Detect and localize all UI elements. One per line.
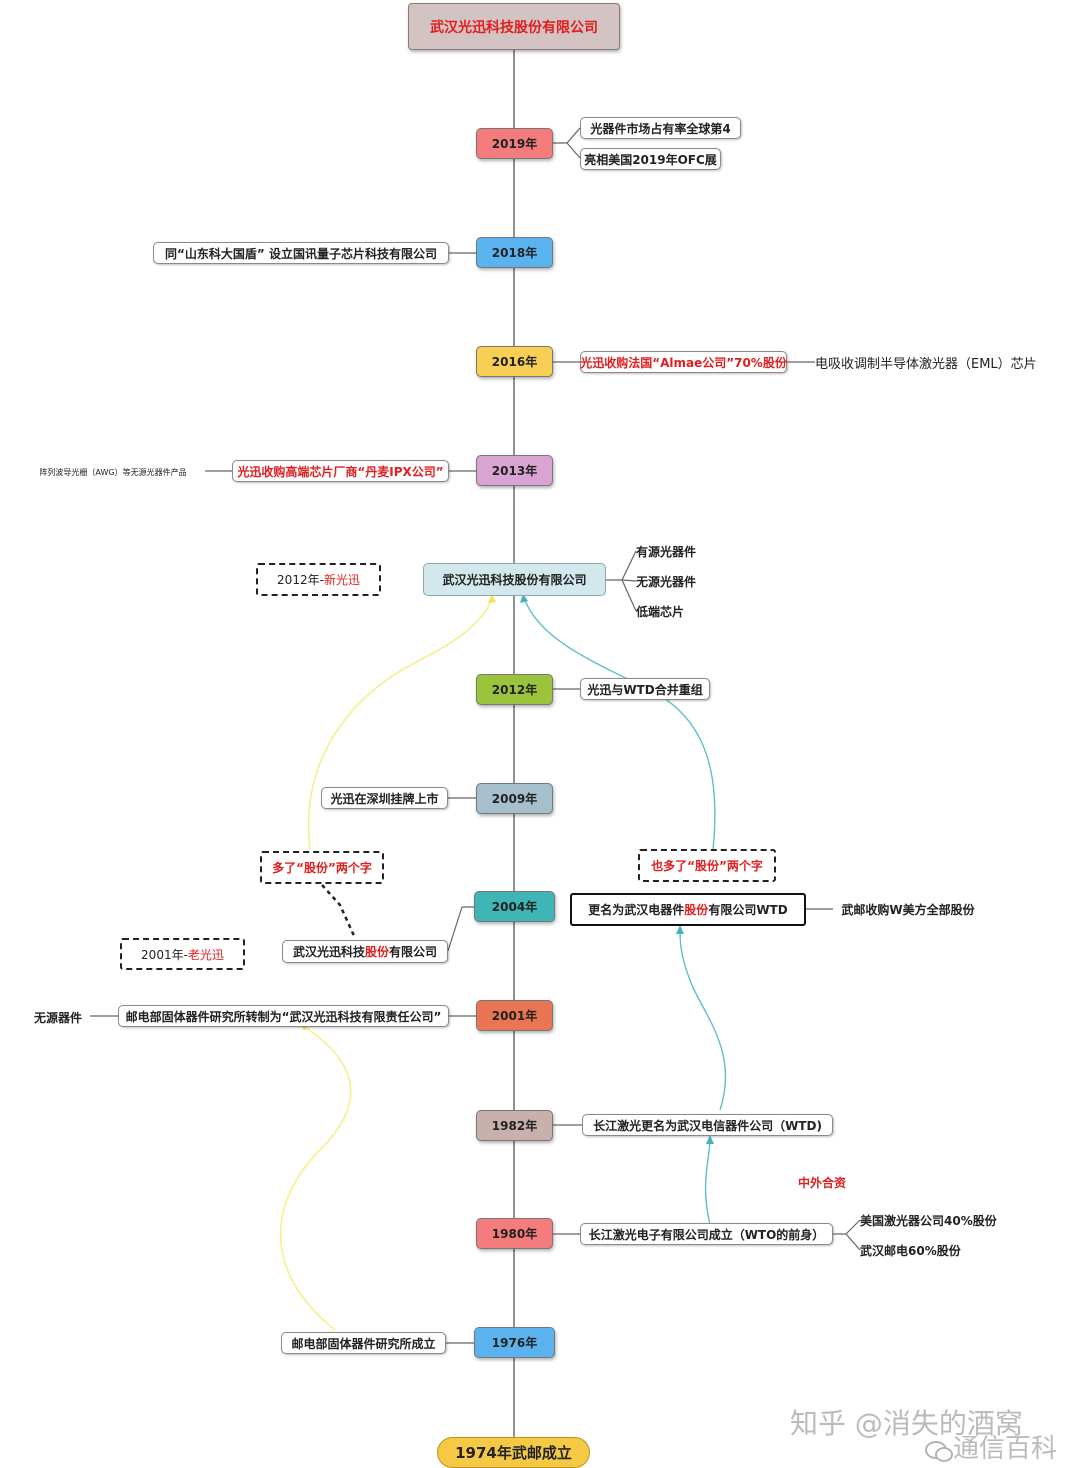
year-1976: 1976年 [474,1327,555,1358]
product-passive-devices: 无源光器件 [636,574,697,589]
event-1980-us-40-percent: 美国激光器公司40%股份 [860,1213,997,1228]
event-2004-rename-accelink: 武汉光迅科技股份有限公司 [282,940,448,963]
year-2009: 2009年 [476,783,553,814]
product-low-end-chips: 低端芯片 [636,604,685,619]
bottom-founding-title: 1974年武邮成立 [437,1437,590,1468]
year-2016: 2016年 [476,346,553,377]
year-1980: 1980年 [476,1218,553,1249]
event-2016-almae: 光迅收购法国“Almae公司”70%股份 [580,351,787,373]
note-joint-venture: 中外合资 [797,1175,846,1190]
event-2013-ipx: 光迅收购高端芯片厂商“丹麦IPX公司” [232,460,449,482]
wechat-icon [925,1439,953,1462]
note-2001-old-accelink: 2001年-老光迅 [120,938,245,970]
watermark-wechat: 通信百科 [925,1428,1057,1465]
event-2012-merger: 光迅与WTD合并重组 [580,678,710,700]
event-2001-passive-devices: 无源器件 [33,1010,82,1025]
event-1982-rename-wtd: 长江激光更名为武汉电信器件公司（WTD) [582,1114,833,1136]
year-2001: 2001年 [476,1000,553,1031]
event-2009-listing: 光迅在深圳挂牌上市 [321,787,448,809]
year-2012: 2012年 [476,674,553,705]
watermark-zhihu: 知乎 @消失的酒窝 [790,1407,1023,1440]
note-added-shares-right: 也多了“股份”两个字 [638,849,776,882]
event-1980-wuhan-60-percent: 武汉邮电60%股份 [860,1243,961,1258]
year-2019: 2019年 [476,128,553,159]
root-company-title: 武汉光迅科技股份有限公司 [408,3,620,50]
event-2016-eml-chip: 电吸收调制半导体激光器（EML）芯片 [815,356,1037,372]
product-active-devices: 有源光器件 [636,544,697,559]
event-1980-founding: 长江激光电子有限公司成立（WTO的前身） [580,1223,833,1245]
year-2013: 2013年 [476,455,553,486]
year-1982: 1982年 [476,1110,553,1141]
event-2004-rename-wtd: 更名为武汉电器件股份有限公司WTD [570,893,806,926]
note-added-shares-left: 多了“股份”两个字 [260,851,384,884]
event-2019-market-share: 光器件市场占有率全球第4 [580,117,741,139]
year-2018: 2018年 [476,237,553,268]
event-2001-restructure: 邮电部固体器件研究所转制为“武汉光迅科技有限责任公司” [118,1005,449,1027]
mid-company-title: 武汉光迅科技股份有限公司 [423,563,606,596]
event-2019-ofc: 亮相美国2019年OFC展 [580,148,721,170]
event-2004-acquire-us-shares: 武邮收购W美方全部股份 [841,902,975,917]
event-1976-institute: 邮电部固体器件研究所成立 [281,1332,446,1354]
year-2004: 2004年 [474,891,555,922]
event-2013-awg: 阵列波导光栅（AWG）等无源光器件产品 [39,467,187,477]
note-2012-new-accelink: 2012年-新光迅 [256,563,381,596]
event-2018-quantum: 同“山东科大国盾” 设立国讯量子芯片科技有限公司 [153,242,449,264]
